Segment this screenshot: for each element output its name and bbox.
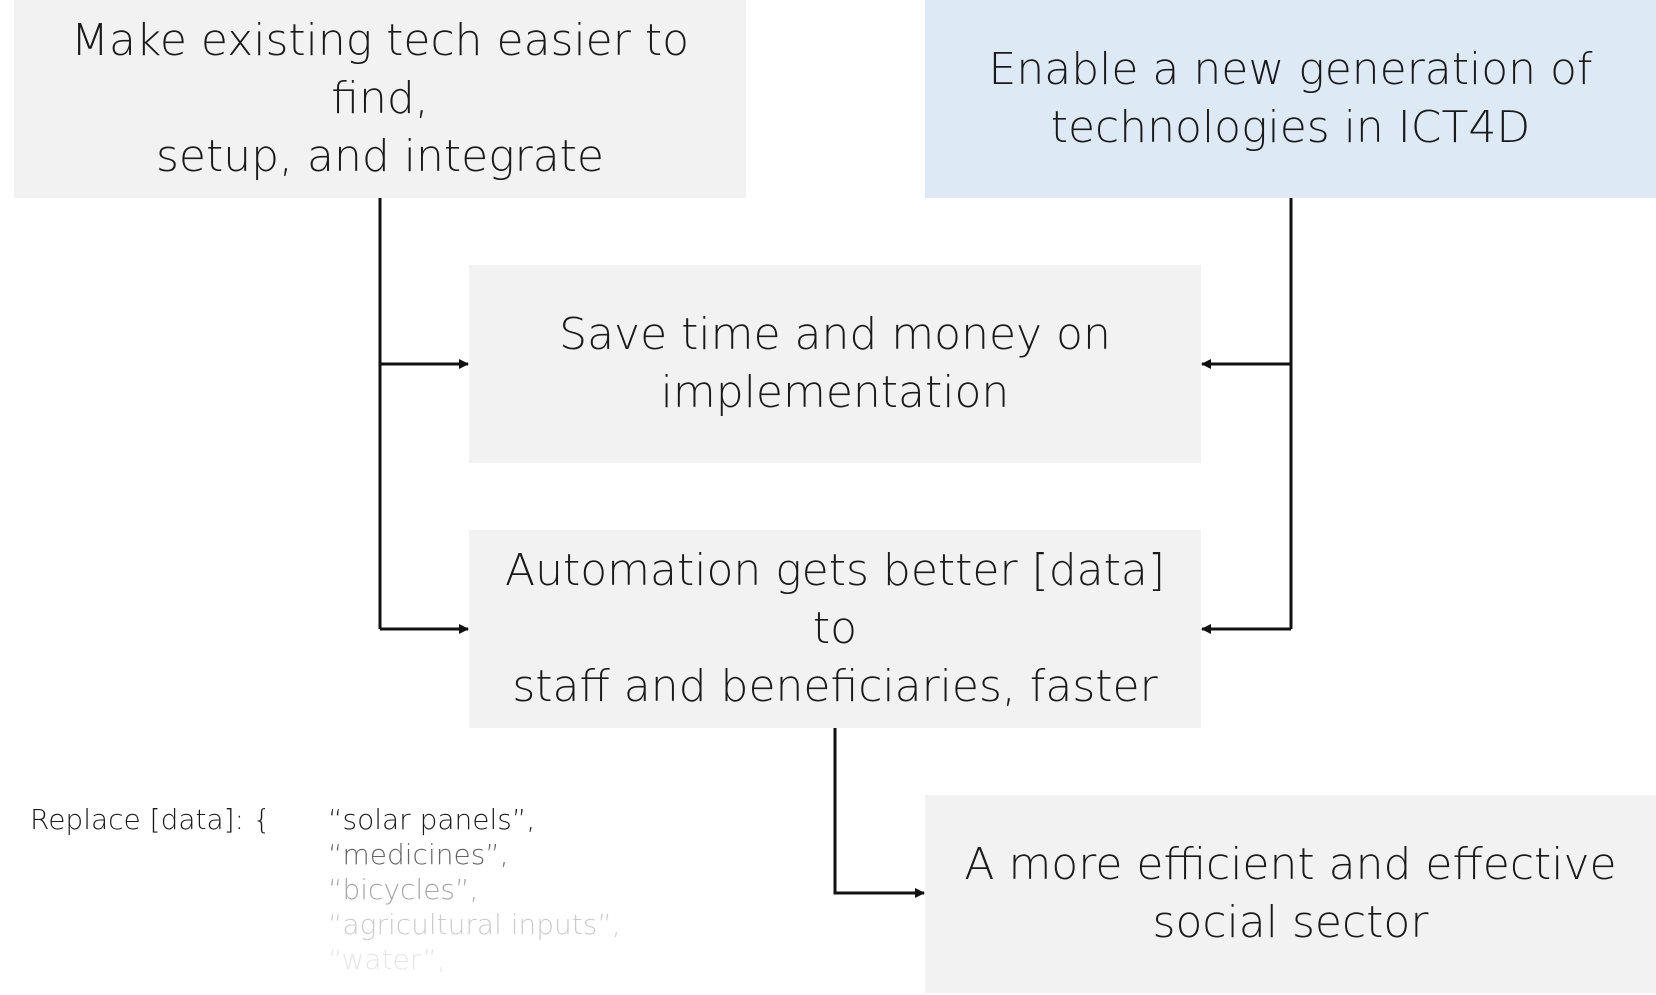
replace-data-item: “water”, xyxy=(328,943,446,976)
box-enable-new-generation: Enable a new generation of technologies … xyxy=(925,0,1656,198)
replace-data-item: “agricultural inputs”, xyxy=(328,908,621,941)
replace-data-list: “solar panels”,“medicines”,“bicycles”,“a… xyxy=(328,802,621,977)
replace-data-item: “solar panels”, xyxy=(328,803,536,836)
replace-data-item: “medicines”, xyxy=(328,838,509,871)
box-enable-new-generation-label: Enable a new generation of technologies … xyxy=(988,44,1593,153)
box-save-time-and-money-label: Save time and money on implementation xyxy=(559,309,1111,418)
box-automation-gets-better-data-label: Automation gets better [data] to staff a… xyxy=(505,545,1165,712)
box-save-time-and-money: Save time and money on implementation xyxy=(469,265,1201,463)
box-more-efficient-social-sector: A more efficient and effective social se… xyxy=(925,795,1656,993)
replace-data-label: Replace [data]: { xyxy=(30,803,271,836)
box-automation-gets-better-data: Automation gets better [data] to staff a… xyxy=(469,530,1201,728)
replace-data-item: “bicycles”, xyxy=(328,873,479,906)
box-make-existing-tech-easier-label: Make existing tech easier to find, setup… xyxy=(70,15,690,182)
box-more-efficient-social-sector-label: A more efficient and effective social se… xyxy=(964,839,1617,948)
box-make-existing-tech-easier: Make existing tech easier to find, setup… xyxy=(14,0,746,198)
arrow-middle-2-to-bottom xyxy=(833,728,925,898)
